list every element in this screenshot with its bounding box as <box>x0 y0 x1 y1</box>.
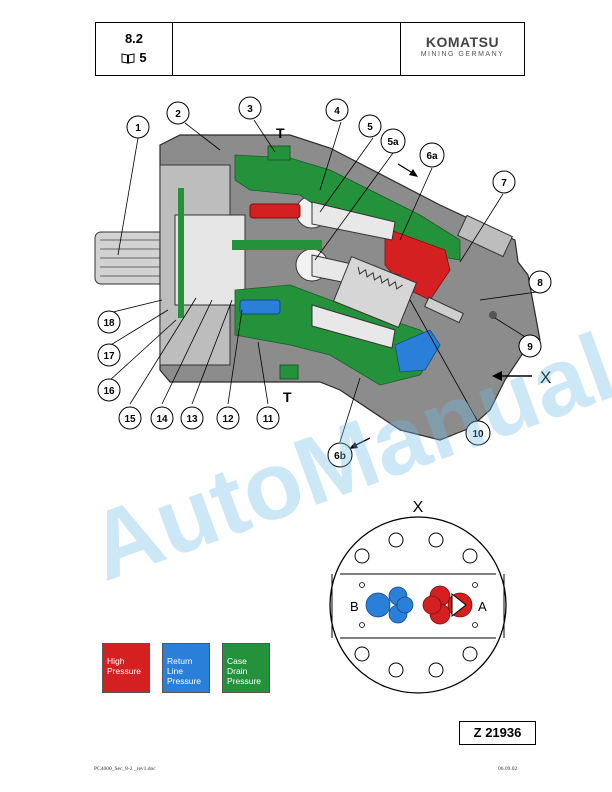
callout-13: 13 <box>180 406 204 430</box>
drive-shaft <box>94 231 166 285</box>
port-a-label: A <box>478 599 487 614</box>
leader-lines <box>108 119 538 443</box>
logo-subtitle: MINING GERMANY <box>420 51 505 58</box>
callout-6b: 6b <box>327 442 353 468</box>
section-number: 8.2 <box>124 31 144 46</box>
callout-15: 15 <box>118 406 142 430</box>
svg-text:6b: 6b <box>334 451 346 462</box>
svg-text:5: 5 <box>367 122 373 133</box>
callout-14: 14 <box>150 406 174 430</box>
svg-text:11: 11 <box>263 414 274 425</box>
legend-return-line: Return Line Pressure <box>162 643 210 693</box>
svg-text:12: 12 <box>222 414 234 425</box>
svg-text:6a: 6a <box>426 151 438 162</box>
book-icon <box>121 53 135 64</box>
callout-9: 9 <box>518 334 542 358</box>
arrow-6b-marker <box>349 437 371 449</box>
legend-case-drain: Case Drain Pressure <box>222 643 270 693</box>
book-reference: 5 <box>96 50 172 65</box>
legend-high-pressure-line1: High <box>107 656 125 666</box>
legend-return-line-line2: Pressure <box>167 676 202 686</box>
callout-16: 16 <box>97 378 121 402</box>
port-b-label: B <box>350 599 359 614</box>
callout-3: 3 <box>238 96 262 120</box>
return-line-passages <box>239 299 441 373</box>
callout-12: 12 <box>216 406 240 430</box>
callout-2: 2 <box>166 101 190 125</box>
callout-4: 4 <box>325 98 349 122</box>
svg-text:10: 10 <box>472 429 484 440</box>
svg-text:8: 8 <box>537 278 543 289</box>
footer-filename: PC4000_Sec_8-2 _rev1.doc <box>94 766 156 772</box>
svg-text:9: 9 <box>527 342 533 353</box>
callout-5a: 5a <box>380 128 406 154</box>
port-t-top-label: T <box>276 125 285 141</box>
callout-18: 18 <box>97 310 121 334</box>
callout-8: 8 <box>528 270 552 294</box>
svg-text:14: 14 <box>156 414 168 425</box>
port-t-bottom-label: T <box>283 389 292 405</box>
view-x-arrow <box>492 371 532 381</box>
svg-text:17: 17 <box>103 351 115 362</box>
svg-text:4: 4 <box>334 106 340 117</box>
callout-1: 1 <box>126 115 150 139</box>
legend-case-drain-line2: Pressure <box>227 676 262 686</box>
svg-text:13: 13 <box>186 414 198 425</box>
view-x-port-face <box>329 516 507 694</box>
legend-case-drain-line1: Case Drain <box>227 656 248 676</box>
view-arrow-x-label: X <box>540 368 551 387</box>
svg-text:18: 18 <box>103 318 115 329</box>
book-number: 5 <box>139 50 147 65</box>
header-box: 8.2 5 KOMATSU MINING GERMANY <box>95 22 525 76</box>
logo-cell: KOMATSU MINING GERMANY <box>400 23 524 75</box>
legend-high-pressure: High Pressure <box>102 643 150 693</box>
svg-text:16: 16 <box>103 386 115 397</box>
legend-high-pressure-line2: Pressure <box>107 666 142 676</box>
callout-5: 5 <box>358 114 382 138</box>
arrow-6a-marker <box>397 163 418 177</box>
legend-return-line-line1: Return Line <box>167 656 193 676</box>
callout-10: 10 <box>465 420 491 446</box>
svg-text:15: 15 <box>124 414 136 425</box>
callout-17: 17 <box>97 343 121 367</box>
view-x-title: X <box>413 499 424 516</box>
pistons <box>311 201 513 349</box>
footer-date: 06.09.02 <box>498 766 518 772</box>
callout-11: 11 <box>256 406 280 430</box>
callout-6a: 6a <box>419 142 445 168</box>
callout-7: 7 <box>492 170 516 194</box>
svg-text:1: 1 <box>135 123 141 134</box>
komatsu-logo: KOMATSU <box>425 34 500 50</box>
svg-text:7: 7 <box>501 178 507 189</box>
figure-reference-box: Z 21936 <box>459 721 536 745</box>
svg-text:5a: 5a <box>387 137 399 148</box>
svg-text:3: 3 <box>247 104 253 115</box>
svg-text:2: 2 <box>175 109 181 120</box>
section-cell: 8.2 5 <box>96 23 173 75</box>
return-port-b-shape <box>365 586 414 624</box>
